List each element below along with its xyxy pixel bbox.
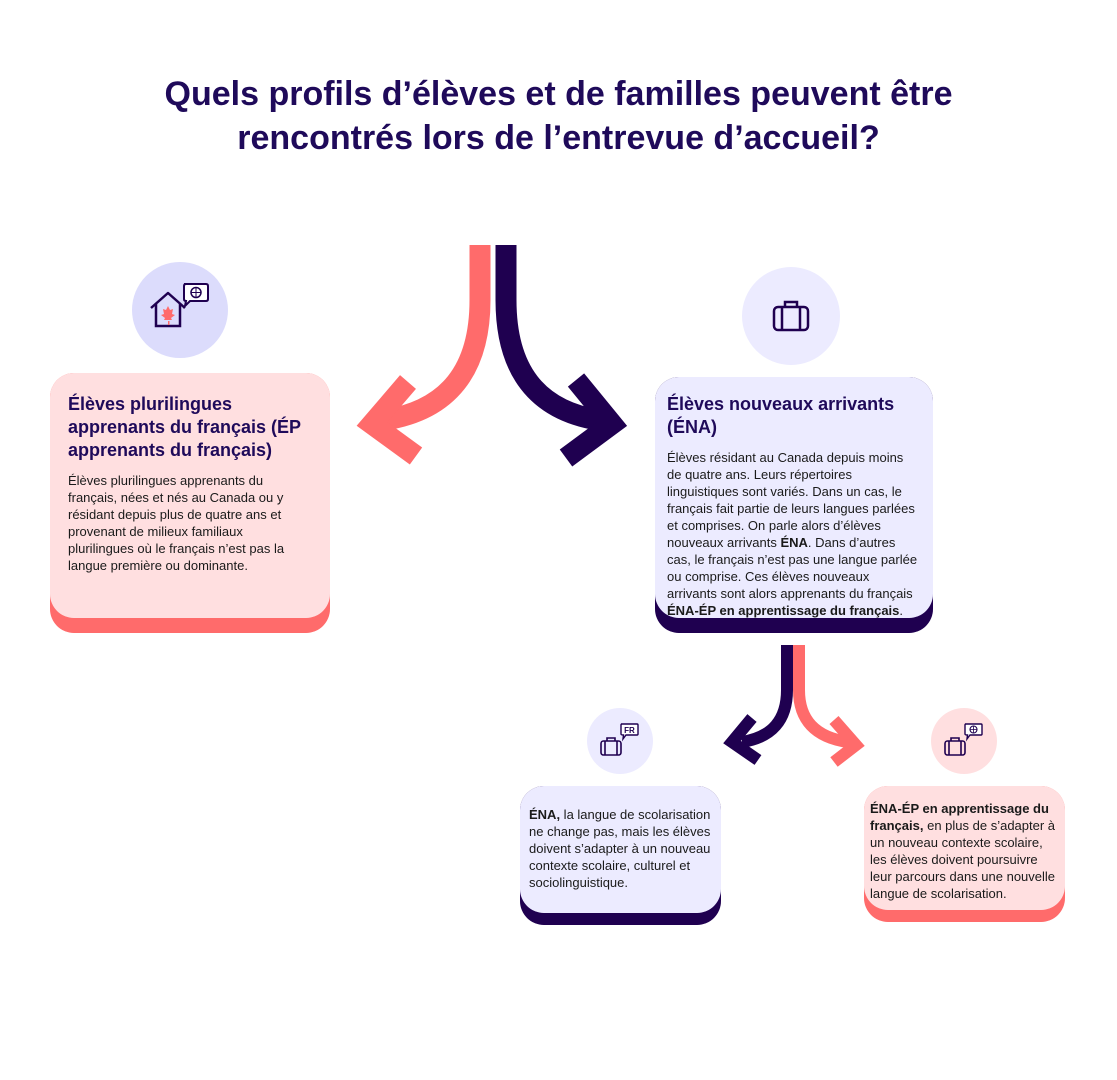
arrow-to-ena-sub xyxy=(723,645,793,765)
body-bold: ÉNA, xyxy=(529,807,561,822)
arrow-to-ena xyxy=(495,245,628,467)
card-title: Élèves plurilingues apprenants du frança… xyxy=(68,394,301,460)
body-text: . xyxy=(899,603,904,618)
card-ena-ep-sub: ÉNA-ÉP en apprentissage du français, en … xyxy=(864,786,1065,922)
body-text: la langue de scolarisation ne change pas… xyxy=(529,807,711,890)
page-title: Quels profils d’élèves et de familles pe… xyxy=(0,72,1117,160)
body-text: . Dans d’autres cas, le français n’est p… xyxy=(667,535,918,601)
suitcase-speech-globe-icon xyxy=(931,708,997,774)
card-ep-apprenants: Élèves plurilingues apprenants du frança… xyxy=(50,373,330,633)
card-ena-sub: ÉNA, la langue de scolarisation ne chang… xyxy=(520,786,721,925)
body-bold: ÉNA-ÉP en apprentissage du français, xyxy=(870,801,1049,833)
suitcase-icon xyxy=(742,267,840,365)
card-body: ÉNA, la langue de scolarisation ne chang… xyxy=(529,806,713,891)
arrow-to-ep xyxy=(356,245,491,465)
house-canada-speech-globe-icon xyxy=(132,262,228,358)
body-bold: ÉNA-ÉP en apprentissage du français xyxy=(667,603,900,618)
card-body: ÉNA-ÉP en apprentissage du français, en … xyxy=(870,800,1059,902)
card-ena: Élèves nouveaux arrivants (ÉNA) Élèves r… xyxy=(655,377,933,633)
title-line-2: rencontrés lors de l’entrevue d’accueil? xyxy=(237,119,880,157)
card-body: Élèves plurilingues apprenants du frança… xyxy=(68,473,285,573)
fr-label: FR xyxy=(624,726,635,735)
card-title: Élèves nouveaux arrivants (ÉNA) xyxy=(667,394,895,437)
card-body: Élèves résidant au Canada depuis moins d… xyxy=(667,449,921,619)
body-bold: ÉNA xyxy=(780,535,808,550)
suitcase-speech-fr-icon: FR xyxy=(587,708,653,774)
body-text: Élèves résidant au Canada depuis moins d… xyxy=(667,450,915,550)
title-line-1: Quels profils d’élèves et de familles pe… xyxy=(164,75,953,113)
body-text: en plus de s’adapter à un nouveau contex… xyxy=(870,818,1056,901)
arrow-to-ena-ep-sub xyxy=(793,645,865,767)
